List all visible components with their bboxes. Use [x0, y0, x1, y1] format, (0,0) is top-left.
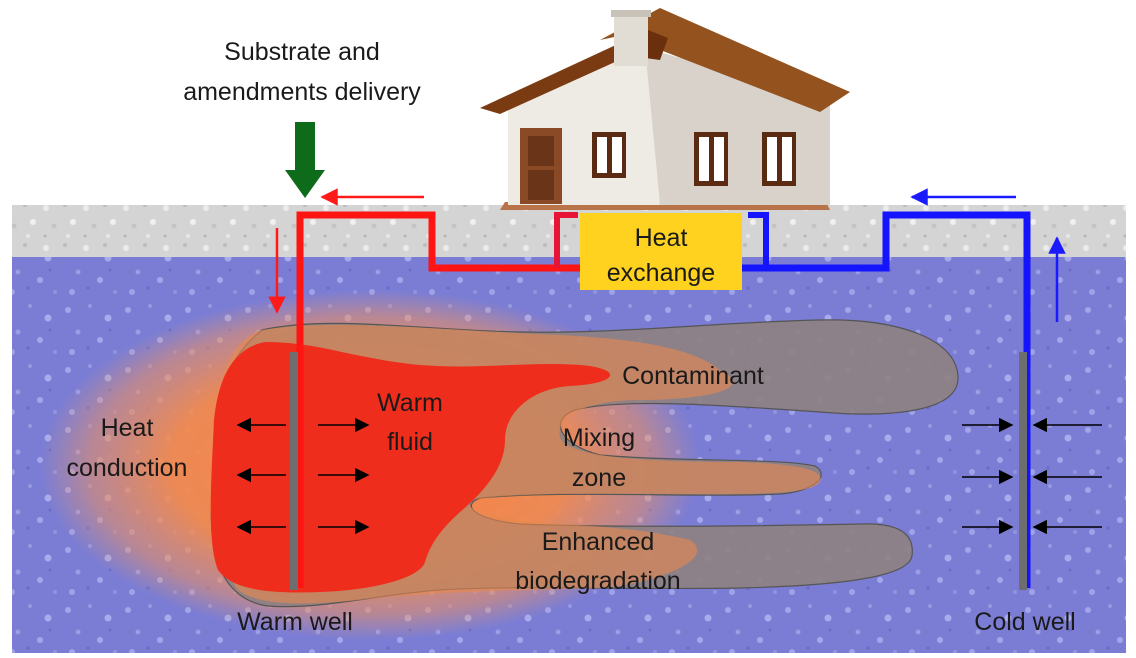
heat-exchange-label-1: Heat [635, 224, 688, 252]
warm-fluid-area [210, 342, 611, 593]
enhanced-biodegradation-label-2: biodegradation [515, 567, 680, 595]
house-icon [480, 8, 850, 210]
heat-conduction-label-2: conduction [67, 454, 188, 482]
mixing-zone-label-1: Mixing [563, 424, 635, 452]
cold-well-label: Cold well [974, 608, 1075, 636]
delivery-label-2: amendments delivery [183, 78, 421, 106]
warm-well-label: Warm well [237, 608, 353, 636]
delivery-label-1: Substrate and [224, 38, 380, 66]
mixing-zone-label-2: zone [572, 464, 626, 492]
warm-fluid-label-2: fluid [387, 428, 433, 456]
cold-well-casing [1019, 352, 1027, 590]
warm-well-outflow-arrows [236, 417, 370, 535]
delivery-arrow-icon [285, 122, 325, 198]
enhanced-biodegradation-label-1: Enhanced [542, 528, 655, 556]
cold-riser [748, 212, 769, 268]
cold-pipe [740, 211, 1031, 588]
warm-riser [554, 212, 578, 268]
cold-well-inflow-arrows [962, 417, 1102, 535]
warm-fluid-label-1: Warm [377, 389, 443, 417]
heat-exchange-label-2: exchange [607, 259, 715, 287]
warm-well-casing [290, 352, 298, 590]
contaminant-label: Contaminant [622, 362, 764, 390]
heat-exchange-box [580, 213, 742, 290]
heat-conduction-label-1: Heat [101, 414, 154, 442]
